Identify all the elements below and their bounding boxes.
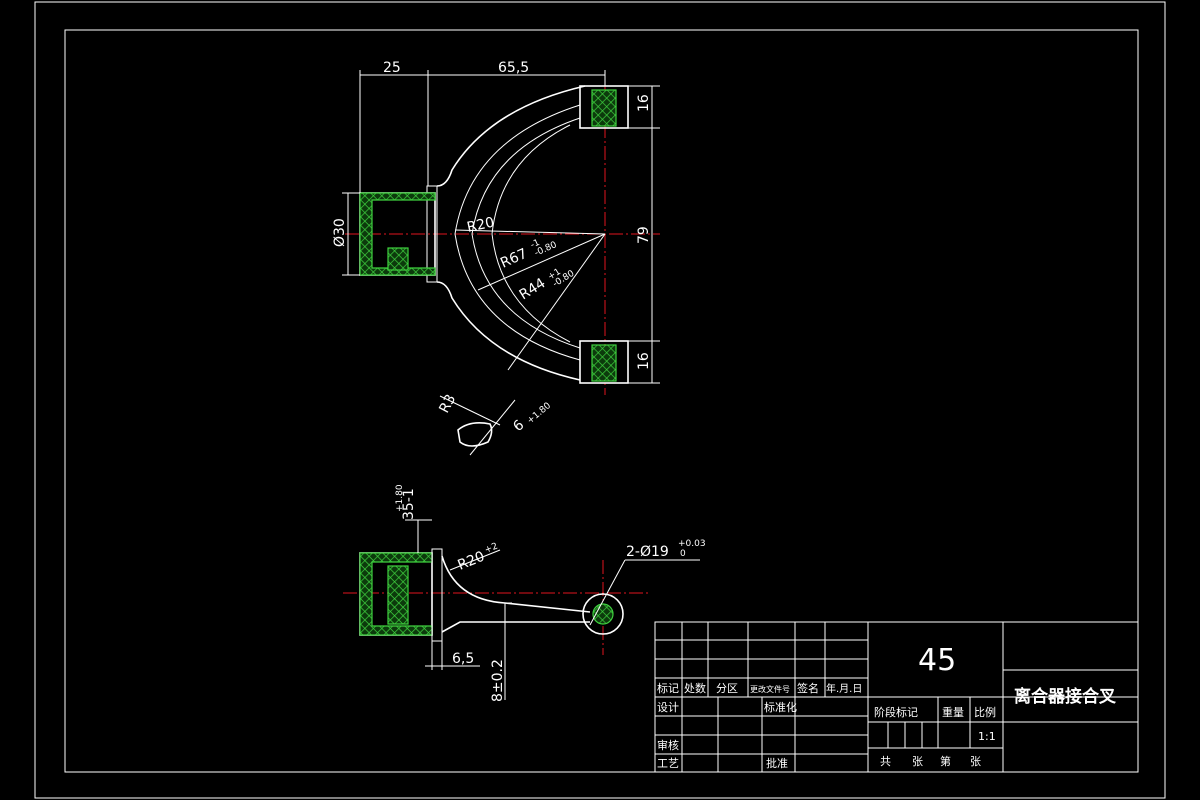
side-eye-outer [582, 593, 624, 635]
dim-79: 79 [636, 226, 652, 244]
part-name: 离合器接合叉 [1014, 686, 1117, 707]
tb-sheets-total: 共 [880, 755, 891, 768]
side-eye-hole [592, 603, 614, 625]
tb-sheet-unit: 张 [912, 755, 923, 768]
dim-r20: R20 [466, 215, 496, 236]
tb-review: 审核 [657, 738, 679, 752]
dim-16-top: 16 [636, 94, 652, 112]
outer-frame [34, 1, 1166, 799]
fork-outer-arc-upper [436, 85, 586, 187]
fork-inner-arc-a [454, 104, 581, 361]
hub-keyway-hatch [387, 247, 409, 271]
dim-r20-side-tol: +2 [483, 542, 499, 556]
tb-process: 工艺 [657, 757, 679, 770]
dim-r67: R67 [498, 246, 530, 272]
material-label: 45 [918, 643, 956, 678]
dim-8: 8±0.2 [490, 659, 506, 702]
dim-r67-tol-upper: -1 [529, 238, 541, 251]
tb-weight: 重量 [942, 705, 964, 719]
tb-scale-value: 1:1 [978, 730, 996, 743]
hub-flange [426, 185, 438, 283]
dim-25: 25 [383, 60, 401, 76]
dim-dia-30: Ø30 [332, 218, 348, 247]
dim-w6-tol: +1.80 [526, 401, 554, 427]
dim-r3: R3 [436, 392, 459, 416]
tb-date: 年.月.日 [826, 682, 862, 695]
tb-change-doc: 更改文件号 [750, 684, 790, 694]
inner-frame [64, 29, 1139, 773]
tb-scale-label: 比例 [974, 705, 996, 719]
dim-h35: 35-1 [401, 488, 417, 520]
tb-standardize: 标准化 [764, 700, 797, 714]
fork-inner-arc-b [471, 117, 581, 349]
dim-w6: 6 [510, 417, 527, 435]
dim-holes-tol-lower: 0 [680, 549, 686, 559]
side-arm-upper [441, 555, 591, 613]
section-detail: R3 6 +1.80 [436, 392, 554, 456]
tb-design: 设计 [657, 701, 679, 714]
tb-signature: 签名 [797, 681, 819, 695]
top-view: 25 65,5 16 79 16 Ø30 R20 R67 -1 -0.80 R4… [332, 60, 660, 395]
side-hub-insert-hatch [387, 565, 409, 625]
hub-section-hatch [359, 192, 436, 276]
title-block: 45 离合器接合叉 标记 处数 分区 更改文件号 签名 年.月.日 设计 标准化… [654, 621, 1139, 773]
tb-mark: 标记 [657, 681, 679, 695]
side-hub-flange [431, 548, 443, 642]
dim-16-bottom: 16 [636, 352, 652, 370]
tb-zone: 分区 [716, 682, 738, 695]
fork-tip-lower-hatch [591, 344, 617, 382]
dim-6-5: 6,5 [452, 651, 474, 667]
side-view: 35-1 +1.80 R20 +2 2-Ø19 +0.03 0 6,5 8±0.… [343, 484, 706, 702]
fork-outer-arc-lower [436, 281, 581, 381]
section-profile [457, 422, 493, 447]
dim-r44: R44 [517, 275, 549, 303]
fork-tip-upper [579, 85, 629, 129]
fork-tip-upper-hatch [591, 89, 617, 127]
tb-sheet-num: 第 [940, 754, 951, 768]
fork-inner-arc-c [491, 124, 571, 343]
dim-holes: 2-Ø19 [626, 544, 669, 560]
dim-holes-tol-upper: +0.03 [678, 539, 706, 549]
side-arm-lower [441, 621, 590, 633]
tb-approve: 批准 [766, 756, 788, 770]
tb-stage-mark: 阶段标记 [874, 705, 918, 719]
fork-tip-lower [579, 340, 629, 384]
dim-h35-tol: +1.80 [395, 484, 405, 512]
tb-sheet-unit2: 张 [970, 755, 981, 768]
dim-65-5: 65,5 [498, 60, 529, 76]
tb-count: 处数 [684, 682, 706, 695]
dim-r20-side: R20 [456, 549, 488, 574]
